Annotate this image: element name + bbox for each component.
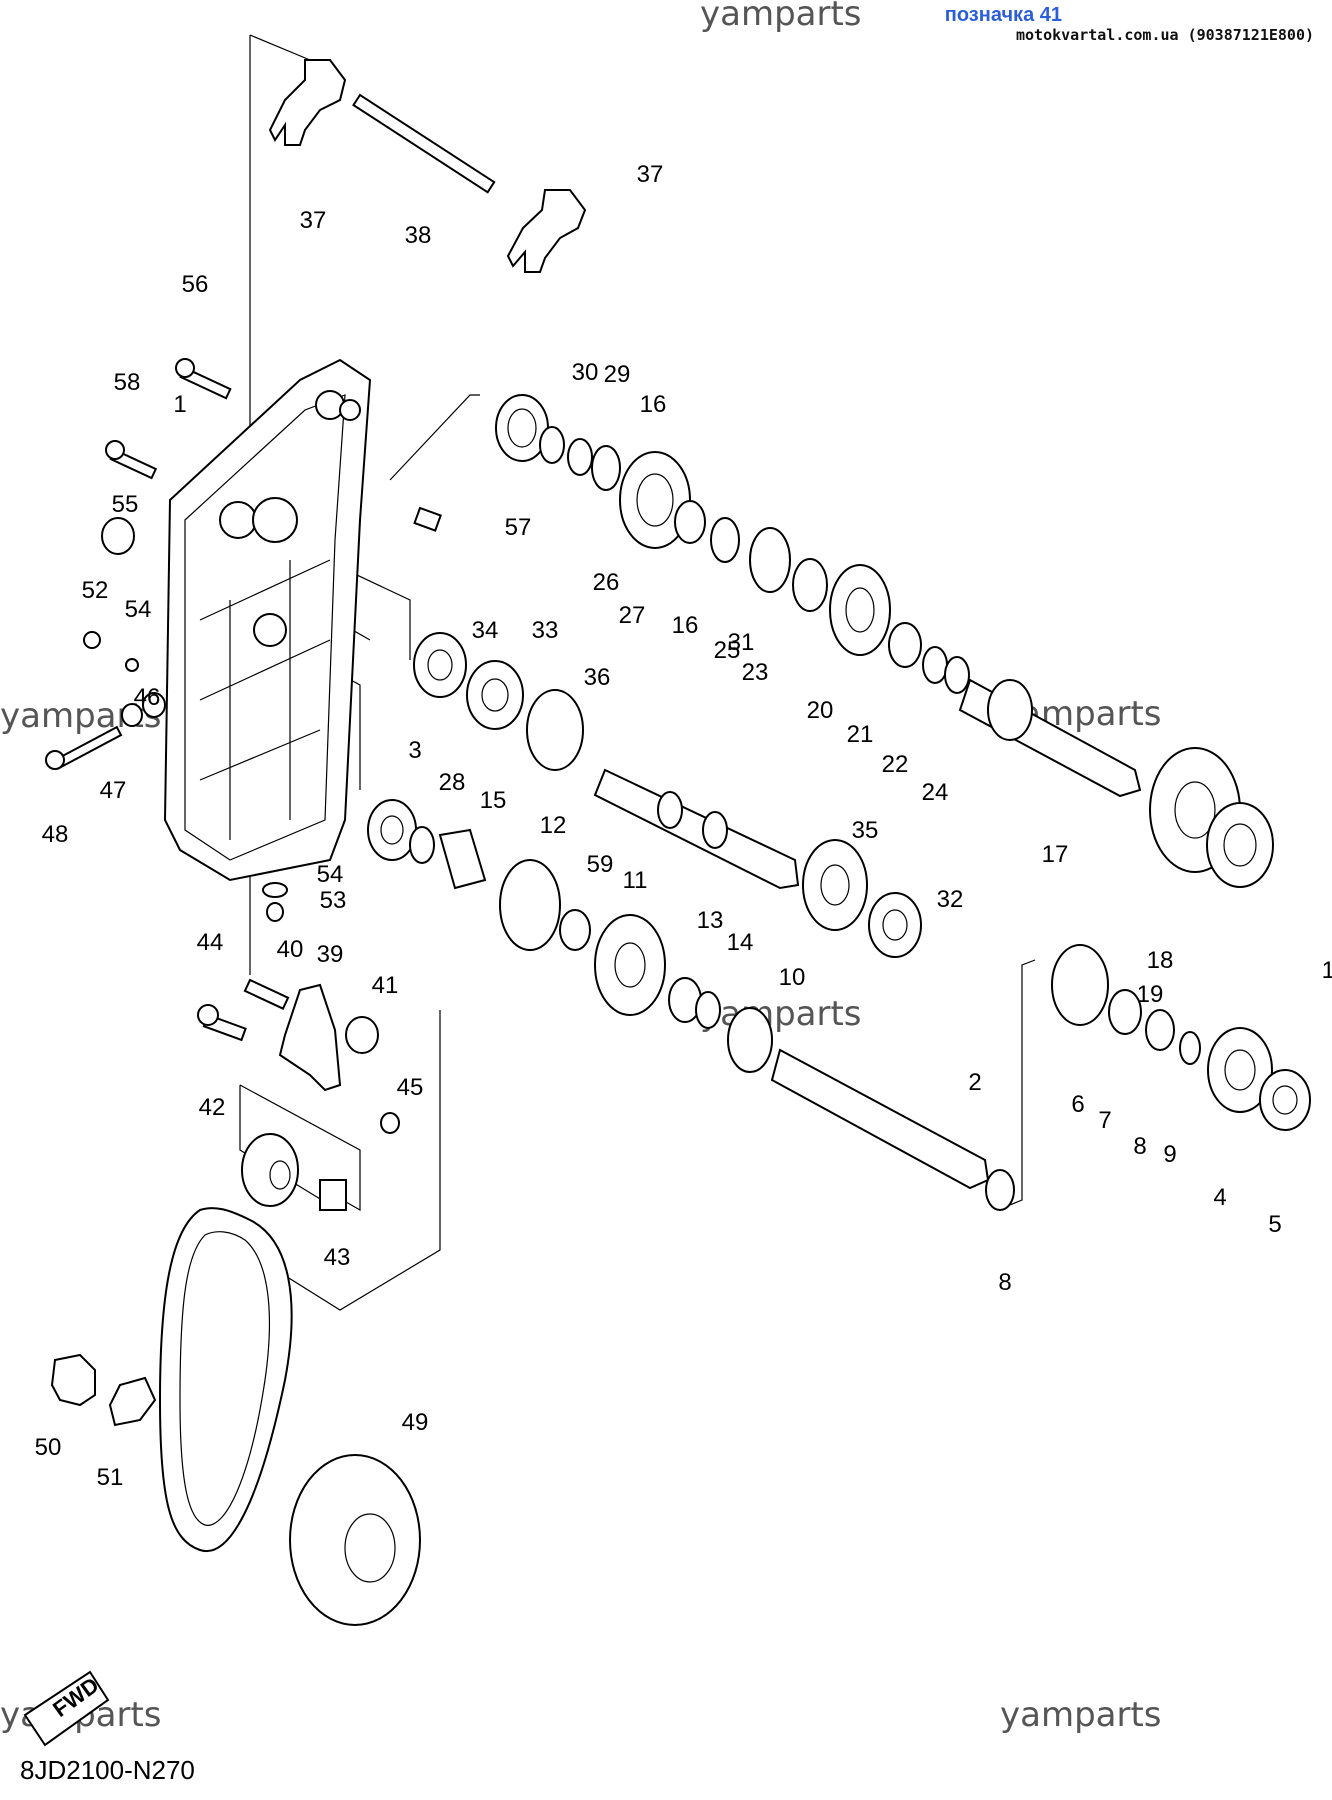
callout-2: 2 [968, 1069, 981, 1096]
callout-27: 27 [619, 602, 646, 629]
watermark: yamparts [700, 994, 862, 1034]
watermark: yamparts [700, 0, 862, 34]
callout-47: 47 [100, 777, 127, 804]
callout-23: 23 [742, 659, 769, 686]
callout-8: 8 [1133, 1133, 1146, 1160]
middle-shaft-group [413, 632, 922, 958]
callout-5: 5 [1268, 1211, 1281, 1238]
callout-3: 3 [408, 737, 421, 764]
callout-6: 6 [1071, 1091, 1084, 1118]
callout-12: 12 [540, 812, 567, 839]
callout-20: 20 [807, 697, 834, 724]
callout-37: 37 [637, 161, 664, 188]
callout-41: 41 [372, 972, 399, 999]
callout-49: 49 [402, 1409, 429, 1436]
callout-24: 24 [922, 779, 949, 806]
callout-19: 19 [1137, 981, 1164, 1008]
callout-17: 17 [1042, 841, 1069, 868]
callout-26: 26 [593, 569, 620, 596]
figure-label: позначка 41 [944, 4, 1062, 26]
crankcase-cover [163, 358, 372, 882]
callout-52: 52 [82, 577, 109, 604]
callout-48: 48 [42, 821, 69, 848]
callout-44: 44 [197, 929, 224, 956]
callout-53: 53 [320, 887, 347, 914]
callout-32: 32 [937, 886, 964, 913]
callout-numbers: 1234567889101112131415161617181819202122… [35, 161, 1332, 1491]
callout-16: 16 [672, 612, 699, 639]
callout-54: 54 [317, 861, 344, 888]
callout-16: 16 [640, 391, 667, 418]
callout-36: 36 [584, 664, 611, 691]
callout-10: 10 [779, 964, 806, 991]
callout-18: 18 [1322, 957, 1332, 984]
callout-56: 56 [182, 271, 209, 298]
callout-9: 9 [1163, 1141, 1176, 1168]
diagram-code: 8JD2100-N270 [20, 1755, 195, 1785]
callout-15: 15 [480, 787, 507, 814]
callout-7: 7 [1098, 1107, 1111, 1134]
callout-59: 59 [587, 851, 614, 878]
callout-55: 55 [112, 491, 139, 518]
callout-14: 14 [727, 929, 754, 956]
upper-shaft-group [495, 394, 1274, 888]
callout-42: 42 [199, 1094, 226, 1121]
callout-46: 46 [134, 684, 161, 711]
callout-37: 37 [300, 207, 327, 234]
callout-34: 34 [472, 617, 499, 644]
callout-11: 11 [623, 867, 648, 894]
chain-and-sprocket [23, 1207, 421, 1747]
callout-28: 28 [439, 769, 466, 796]
callout-33: 33 [532, 617, 559, 644]
callout-29: 29 [604, 361, 631, 388]
callout-50: 50 [35, 1434, 62, 1461]
callout-1: 1 [173, 391, 186, 418]
callout-25: 25 [714, 637, 741, 664]
shift-fork-assembly [268, 59, 587, 273]
callout-13: 13 [697, 907, 724, 934]
callout-40: 40 [277, 936, 304, 963]
callout-58: 58 [114, 369, 141, 396]
callout-8: 8 [998, 1269, 1011, 1296]
callout-45: 45 [397, 1074, 424, 1101]
site-reference: motokvartal.com.ua (90387121E800) [1015, 26, 1314, 44]
callout-18: 18 [1147, 947, 1174, 974]
callout-57: 57 [505, 514, 532, 541]
small-hardware [45, 358, 442, 1211]
callout-22: 22 [882, 751, 909, 778]
watermark: yamparts [1000, 1695, 1162, 1735]
callout-35: 35 [852, 817, 879, 844]
callout-43: 43 [324, 1244, 351, 1271]
callout-30: 30 [572, 359, 599, 386]
callout-4: 4 [1213, 1184, 1226, 1211]
callout-38: 38 [405, 222, 432, 249]
callout-51: 51 [97, 1464, 124, 1491]
callout-54: 54 [125, 596, 152, 623]
callout-39: 39 [317, 941, 344, 968]
callout-21: 21 [847, 721, 874, 748]
lower-shaft-group [367, 799, 1311, 1211]
callout-31: 31 [728, 629, 755, 656]
